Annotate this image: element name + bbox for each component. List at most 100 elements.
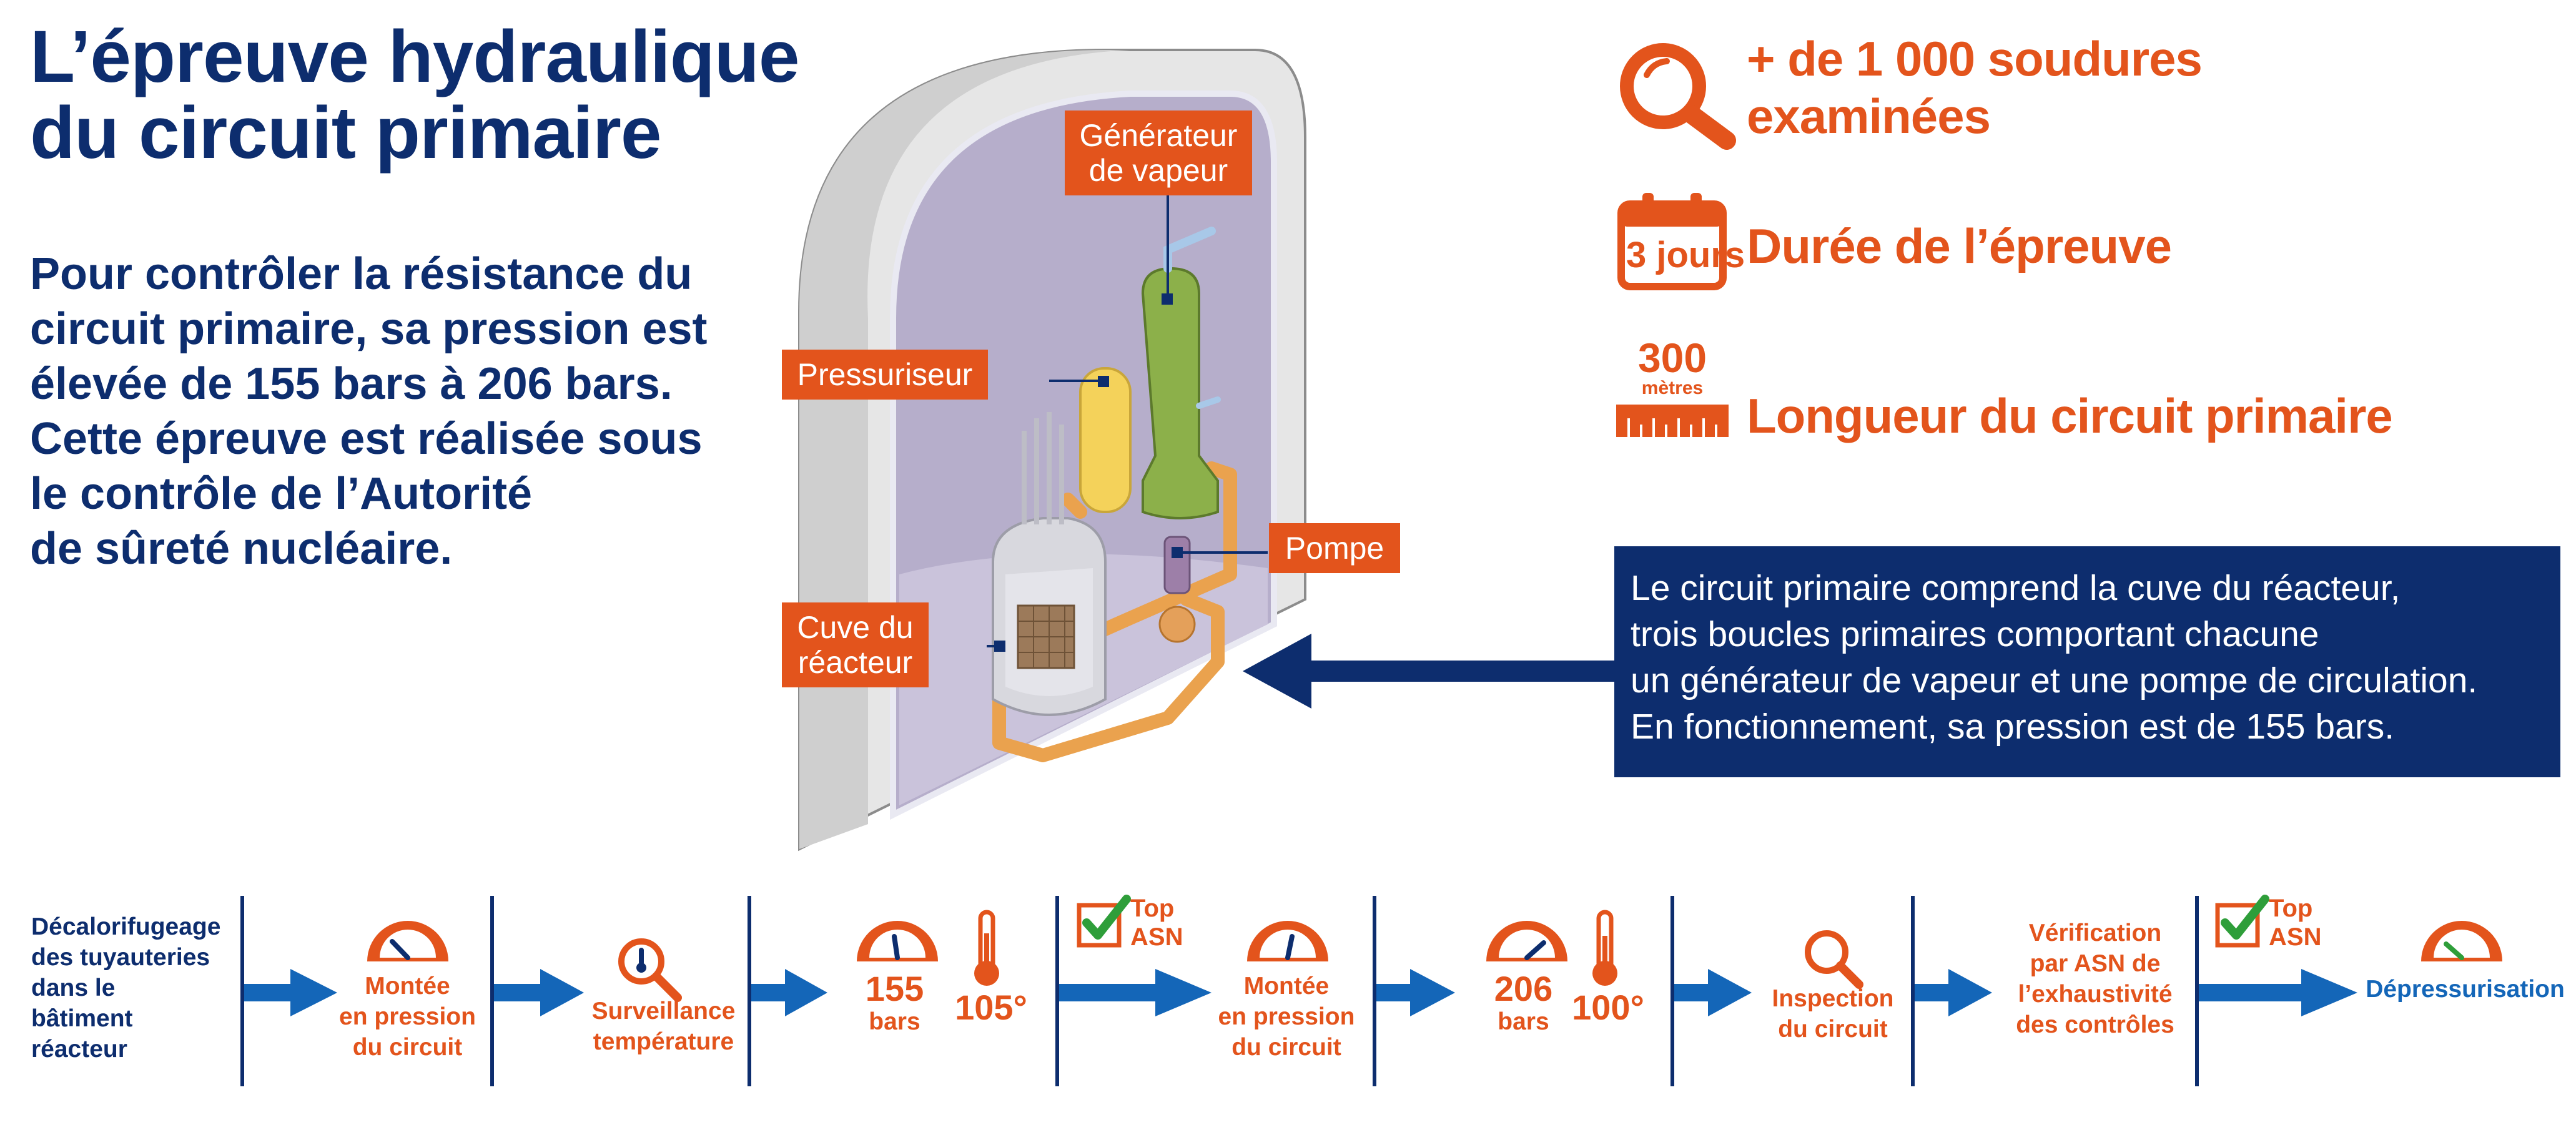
step-line: Surveillance [591,998,736,1024]
page-title: L’épreuve hydraulique du circuit primair… [30,19,842,171]
step-line: Inspection [1772,985,1894,1012]
label-reactor-vessel-line: Cuve du [797,610,914,645]
step-line: du circuit [1778,1016,1888,1043]
calendar-days-text: 3 jours [1626,235,1745,275]
step-line: Montée [365,973,450,1000]
pressure-gauge-icon [1247,921,1328,961]
temperature-value-105: 105° [955,988,1027,1027]
timeline-separator [2195,896,2199,1086]
timeline-step-pressure-rise-1: Montée en pression du circuit [325,971,490,1063]
step-line: dans le [31,975,116,1001]
step-line: réacteur [31,1036,127,1063]
step-line: en pression [339,1003,476,1030]
calendar-icon: 3 jours [1617,190,1745,290]
magnifier-icon [1805,930,1863,989]
info-line: En fonctionnement, sa pression est de 15… [1631,707,2395,747]
pressure-gauge-icon [857,921,938,961]
intro-line: circuit primaire, sa pression est [30,304,708,354]
intro-line: le contrôle de l’Autorité [30,469,533,519]
pressure-gauge-icon [1486,921,1567,961]
stat-welds: + de 1 000 soudures examinées [1747,30,2203,145]
timeline-separator [1911,896,1915,1086]
step-line: température [593,1028,734,1055]
timeline-step-inspection: Inspection du circuit [1755,983,1911,1044]
thermometer-magnifier-icon [618,938,682,1002]
pressure-gauge-icon [367,921,448,961]
containment-shell-shade [799,50,1130,849]
thermometer-icon [1592,910,1617,986]
pressure-value-206: 206 [1494,969,1553,1008]
step-line: Décalorifugeage [31,913,221,940]
top-asn-line: ASN [2269,923,2322,951]
timeline-step-temperature-monitoring: Surveillance température [581,996,746,1057]
step-line: l’exhaustivité [2018,981,2173,1008]
stat-welds-line: examinées [1747,89,1991,144]
intro-line: Cette épreuve est réalisée sous [30,414,703,464]
label-pump: Pompe [1269,523,1400,573]
pointer-arrow [1243,634,1617,709]
label-pressurizer: Pressuriseur [782,350,988,400]
pressure-gauge-icon [2421,921,2502,961]
timeline-step-decalorifugeage: Décalorifugeage des tuyauteries dans le … [31,911,237,1064]
timeline-step-depressurization: Dépressurisation [2366,976,2565,1003]
label-steam-generator-line: de vapeur [1088,153,1228,188]
step-line: en pression [1218,1003,1355,1030]
intro-text: Pour contrôler la résistance du circuit … [30,247,748,576]
timeline-separator [1670,896,1674,1086]
temperature-value-100: 100° [1572,988,1644,1027]
magnifier-icon [1620,43,1736,150]
primary-circuit-info-box: Le circuit primaire comprend la cuve du … [1614,546,2560,777]
ruler-unit: mètres [1641,378,1704,398]
stat-duration: Durée de l’épreuve [1747,219,2172,273]
info-line: Le circuit primaire comprend la cuve du … [1631,568,2401,608]
reactor-vessel [992,412,1107,716]
intro-line: de sûreté nucléaire. [30,524,453,574]
pressure-unit: bars [1498,1008,1549,1035]
pressurizer [1079,367,1132,513]
timeline-separator [748,896,751,1086]
step-line: du circuit [1231,1034,1341,1061]
leader-lines [987,190,1268,647]
stat-length: Longueur du circuit primaire [1747,388,2393,443]
checkbox-check-icon [2215,895,2269,948]
step-line: Montée [1243,973,1330,1000]
intro-line: élevée de 155 bars à 206 bars. [30,359,673,409]
primary-pump [1158,536,1196,643]
leader-dots [994,293,1183,652]
step-line: des contrôles [2016,1011,2174,1038]
timeline-separator [240,896,244,1086]
step-line: des tuyauteries [31,944,210,971]
step-line: par ASN de [2030,950,2161,977]
ruler-icon: 300 mètres [1616,337,1729,443]
top-asn-label: Top ASN [1130,894,1183,951]
top-asn-label: Top ASN [2269,894,2321,951]
title-line-2: du circuit primaire [30,92,662,174]
info-line: un générateur de vapeur et une pompe de … [1631,661,2478,700]
label-steam-generator: Générateur de vapeur [1065,111,1252,195]
timeline-separator [1055,896,1059,1086]
label-steam-generator-line: Générateur [1079,118,1238,153]
step-line: bâtiment [31,1005,133,1032]
step-line: du circuit [352,1034,463,1061]
top-asn-line: ASN [1130,923,1183,951]
info-line: trois boucles primaires comportant chacu… [1631,614,2319,654]
pressure-value-155: 155 [865,969,924,1008]
checkbox-check-icon [1077,895,1131,948]
label-reactor-vessel-line: réacteur [797,645,913,680]
timeline-step-asn-verification: Vérification par ASN de l’exhaustivité d… [1998,918,2192,1040]
top-asn-line: Top [1130,895,1175,922]
stat-welds-line: + de 1 000 soudures [1747,31,2203,86]
title-line-1: L’épreuve hydraulique [30,16,799,98]
calendar-days: 3 jours [1626,237,1745,274]
timeline-separator [1373,896,1376,1086]
timeline-arrows [244,969,2357,1016]
ruler-number: 300 [1637,335,1707,381]
step-line: Vérification [2028,920,2162,946]
thermometer-icon [974,910,999,986]
top-asn-line: Top [2269,895,2313,922]
timeline-step-pressure-rise-2: Montée en pression du circuit [1202,971,1371,1063]
pressure-unit: bars [869,1008,920,1035]
label-reactor-vessel: Cuve du réacteur [782,602,929,687]
intro-line: Pour contrôler la résistance du [30,249,693,299]
timeline-separator [490,896,494,1086]
